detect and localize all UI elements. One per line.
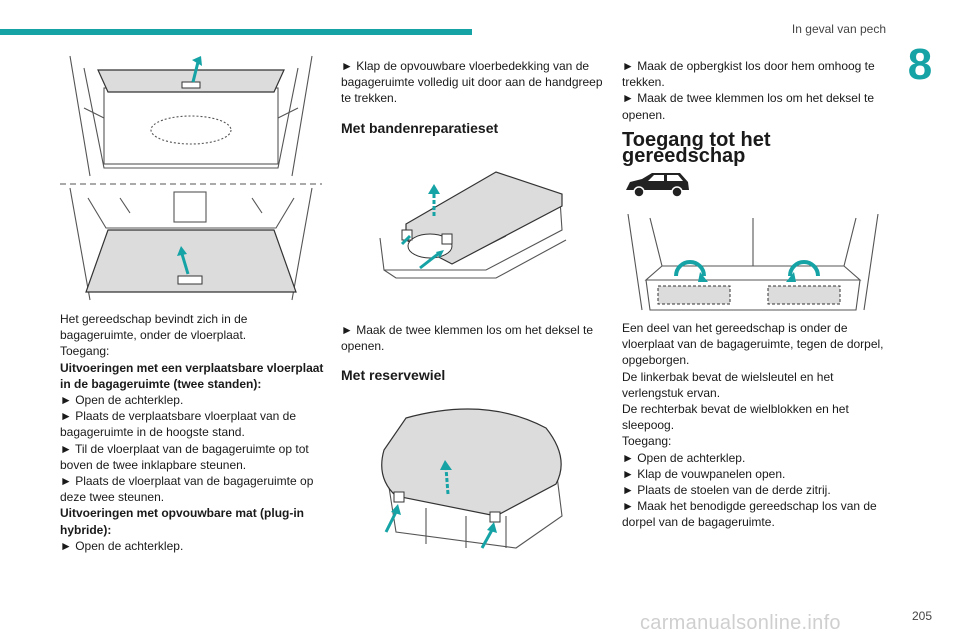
step: ► Maak het benodigde gereedschap los van…	[622, 499, 877, 530]
step: ► Klap de opvouwbare vloerbedekking van …	[341, 59, 603, 106]
step: ► Maak de twee klemmen los om het deksel…	[341, 323, 593, 354]
section-heading: Toegang tot het gereedschap	[622, 129, 771, 168]
column-3-intro: ► Maak de opbergkist los door hem omhoog…	[622, 58, 888, 123]
step: ► Open de achterklep.	[622, 450, 746, 465]
tool-storage-illustration	[627, 214, 879, 311]
watermark: carmanualsonline.info	[640, 612, 841, 634]
step: ► Klap de vouwpanelen open.	[622, 466, 786, 481]
section-title: In geval van pech	[791, 22, 886, 36]
bold-heading: Uitvoeringen met opvouwbare mat (plug-in…	[60, 506, 305, 537]
paragraph: De linkerbak bevat de wielsleutel en het…	[622, 369, 834, 400]
paragraph: Toegang:	[60, 344, 110, 359]
column-2-intro: ► Klap de opvouwbare vloerbedekking van …	[341, 58, 605, 107]
car-icon	[626, 173, 689, 198]
header-accent-bar	[0, 29, 472, 35]
chapter-number: 8	[907, 40, 933, 89]
subheading: Met reservewiel	[341, 367, 446, 383]
step: ► Til de vloerplaat van de bagageruimte …	[60, 441, 309, 472]
step: ► Plaats de verplaatsbare vloerplaat van…	[60, 409, 297, 440]
column-2-step-1: ► Maak de twee klemmen los om het deksel…	[341, 322, 605, 354]
paragraph: De rechterbak bevat de wielblokken en he…	[622, 402, 849, 433]
page-number: 205	[912, 609, 933, 623]
paragraph: Het gereedschap bevindt zich in de bagag…	[60, 312, 248, 343]
column-2-heading-2: Met reservewiel	[341, 367, 605, 383]
column-1: Het gereedschap bevindt zich in de bagag…	[60, 311, 326, 554]
bold-heading: Uitvoeringen met een verplaatsbare vloer…	[60, 360, 324, 391]
column-2-heading-1: Met bandenreparatieset	[341, 120, 605, 136]
column-3-heading: Toegang tot het gereedschap	[622, 129, 888, 168]
step: ► Maak de twee klemmen los om het deksel…	[622, 91, 874, 122]
step: ► Plaats de vloerplaat van de bagageruim…	[60, 474, 314, 505]
step: ► Maak de opbergkist los door hem omhoog…	[622, 59, 875, 90]
step: ► Open de achterklep.	[60, 393, 184, 408]
step: ► Open de achterklep.	[60, 538, 184, 553]
boot-floor-illustration	[60, 55, 322, 301]
paragraph: Toegang:	[622, 434, 672, 449]
subheading: Met bandenreparatieset	[341, 120, 499, 136]
repair-kit-illustration	[379, 171, 567, 279]
spare-wheel-illustration	[381, 408, 563, 549]
paragraph: Een deel van het gereedschap is onder de…	[622, 321, 884, 368]
step: ► Plaats de stoelen van de derde zitrij.	[622, 483, 831, 498]
column-3-body: Een deel van het gereedschap is onder de…	[622, 320, 888, 531]
